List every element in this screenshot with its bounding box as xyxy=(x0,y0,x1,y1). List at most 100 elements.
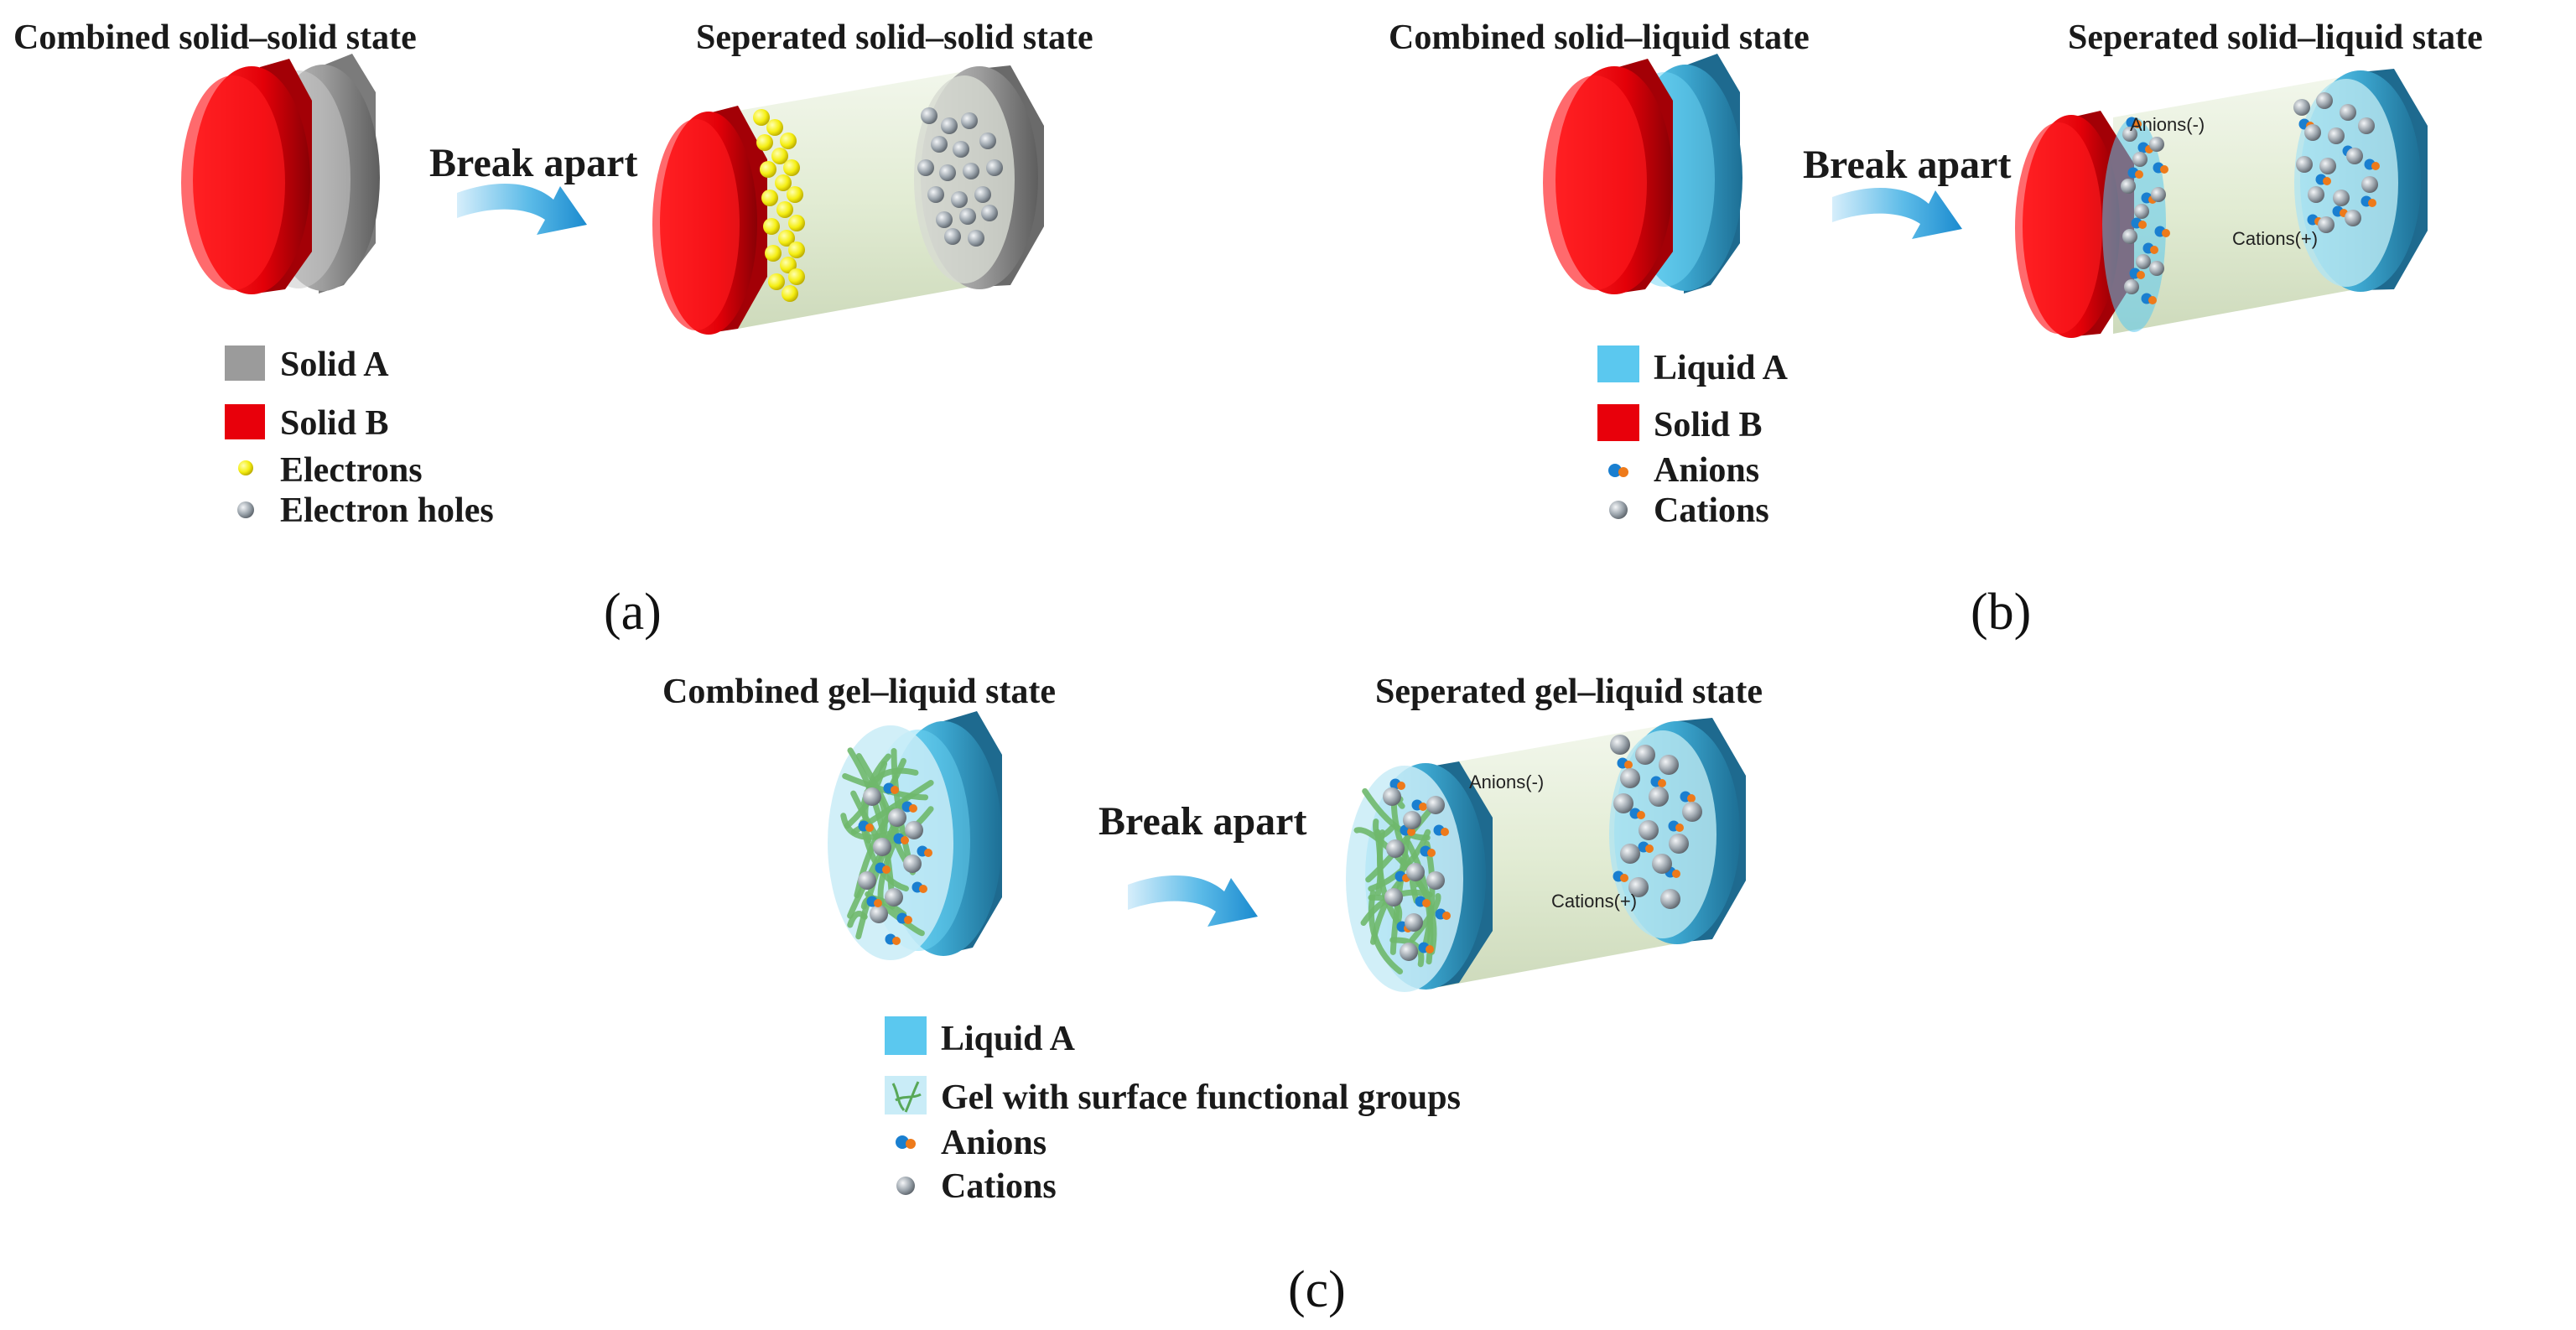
anion-particle xyxy=(1680,791,1696,803)
cation-particle xyxy=(2358,117,2375,134)
cation-particle xyxy=(1406,863,1425,881)
cation-particle xyxy=(2345,210,2361,226)
cation-particle xyxy=(2361,176,2378,193)
cation-particle xyxy=(2122,127,2137,142)
electron-particle xyxy=(775,174,792,191)
anion-particle xyxy=(883,782,899,794)
electron-particle xyxy=(783,159,800,176)
cation-particle xyxy=(2296,156,2313,173)
legend-label: Gel with surface functional groups xyxy=(941,1078,1461,1117)
cation-particle xyxy=(2149,137,2164,152)
electron-particle xyxy=(768,273,785,290)
legend-label: Liquid A xyxy=(1654,349,1789,387)
panel-b-label: (b) xyxy=(1971,584,2031,641)
anion-particle xyxy=(1629,808,1645,819)
cation-particle xyxy=(858,871,876,890)
legend-label: Solid A xyxy=(280,345,389,384)
cation-particle xyxy=(2316,92,2333,109)
electron-hole-particle xyxy=(974,186,991,203)
electron-holes-cluster xyxy=(917,107,1003,247)
legend-label: Liquid A xyxy=(941,1020,1076,1058)
electron-hole-particle xyxy=(939,164,956,181)
gel-fiber xyxy=(1389,937,1425,968)
panel-b: Combined solid–liquid state Seperated so… xyxy=(1389,18,2483,641)
separation-tube xyxy=(738,69,979,329)
panel-b-break-arrow: Break apart xyxy=(1803,143,2011,239)
cation-particle xyxy=(2151,187,2166,202)
legend-label: Electrons xyxy=(280,451,423,490)
panel-b-legend: Liquid A Solid B Anions Cations xyxy=(1597,345,1789,530)
anions-label: Anions(-) xyxy=(1469,772,1544,792)
anions-cluster xyxy=(1389,757,1696,953)
cation-particle xyxy=(1613,793,1633,813)
panel-a-title-combined: Combined solid–solid state xyxy=(13,18,417,57)
anion-particle xyxy=(1638,841,1654,853)
cation-particle xyxy=(885,888,903,907)
gel-fiber xyxy=(847,747,896,910)
cation-particle xyxy=(2304,124,2321,141)
cation-particle xyxy=(2134,204,2149,219)
electrons-cluster xyxy=(753,109,805,302)
panel-c-legend: Liquid A Gel with surface functional gro… xyxy=(885,1016,1461,1206)
cation-particle xyxy=(1405,913,1423,932)
anion-particle xyxy=(2153,162,2168,174)
electron-hole-particle xyxy=(968,230,984,247)
cation-particle xyxy=(1660,889,1680,909)
cation-particle xyxy=(2340,104,2356,121)
panel-c-break-arrow: Break apart xyxy=(1098,799,1306,927)
panel-a-separated xyxy=(652,65,1044,335)
ions-in-gel xyxy=(858,782,932,945)
panel-a-combined-discs xyxy=(181,54,380,294)
break-apart-arrow-icon xyxy=(1128,875,1258,927)
cation-particle xyxy=(1649,787,1669,807)
anion-particle xyxy=(1433,824,1449,836)
cation-particle xyxy=(2319,158,2336,174)
cation-particle xyxy=(1628,877,1649,897)
anion-particle xyxy=(1668,820,1684,832)
anions-label: Anions(-) xyxy=(2130,114,2205,135)
electron-particle xyxy=(776,201,793,218)
electron-hole-particle xyxy=(936,211,953,228)
panel-a-break-arrow: Break apart xyxy=(429,141,637,235)
cation-particle xyxy=(870,905,888,923)
electron-hole-particle xyxy=(981,205,998,221)
cation-particle xyxy=(873,838,891,856)
electron-particle xyxy=(788,215,805,231)
cation-particle xyxy=(1400,943,1418,961)
cation-particle xyxy=(1383,787,1401,806)
electron-particle xyxy=(780,257,797,273)
panel-c-label: (c) xyxy=(1288,1261,1346,1318)
electron-hole-particle xyxy=(961,112,978,129)
anion-particle xyxy=(1411,799,1427,811)
panel-c-arrow-label: Break apart xyxy=(1098,799,1306,844)
break-apart-arrow-icon xyxy=(457,183,587,235)
cation-particle xyxy=(905,821,923,839)
cation-particle xyxy=(2328,127,2345,144)
anion-particle xyxy=(2142,242,2158,254)
electron-hole-particle xyxy=(917,159,934,176)
electron-hole-particle xyxy=(951,191,968,208)
cation-particle xyxy=(2121,179,2136,194)
anion-particle xyxy=(866,896,882,907)
panel-c-title-separated: Seperated gel–liquid state xyxy=(1375,673,1763,711)
legend-hole-icon xyxy=(237,501,254,518)
anion-particle xyxy=(1613,870,1628,882)
cation-particle xyxy=(1386,839,1405,858)
anion-particle xyxy=(917,845,932,857)
cation-particle xyxy=(1635,745,1655,765)
cation-particle xyxy=(2293,99,2310,116)
electron-particle xyxy=(765,245,782,262)
panel-a-arrow-label: Break apart xyxy=(429,141,637,185)
legend-cation-icon xyxy=(896,1177,915,1195)
legend-label: Cations xyxy=(1654,491,1769,530)
anion-particle xyxy=(896,912,912,924)
electron-hole-particle xyxy=(931,136,948,153)
panel-c-combined-discs xyxy=(828,711,1002,960)
anion-particle xyxy=(2131,217,2147,229)
electron-particle xyxy=(771,148,788,164)
legend-swatch-solid-b xyxy=(1597,404,1639,441)
cation-particle xyxy=(2318,216,2334,233)
gel-fiber xyxy=(840,813,900,840)
electron-hole-particle xyxy=(963,163,979,179)
cation-particle xyxy=(1426,871,1445,890)
